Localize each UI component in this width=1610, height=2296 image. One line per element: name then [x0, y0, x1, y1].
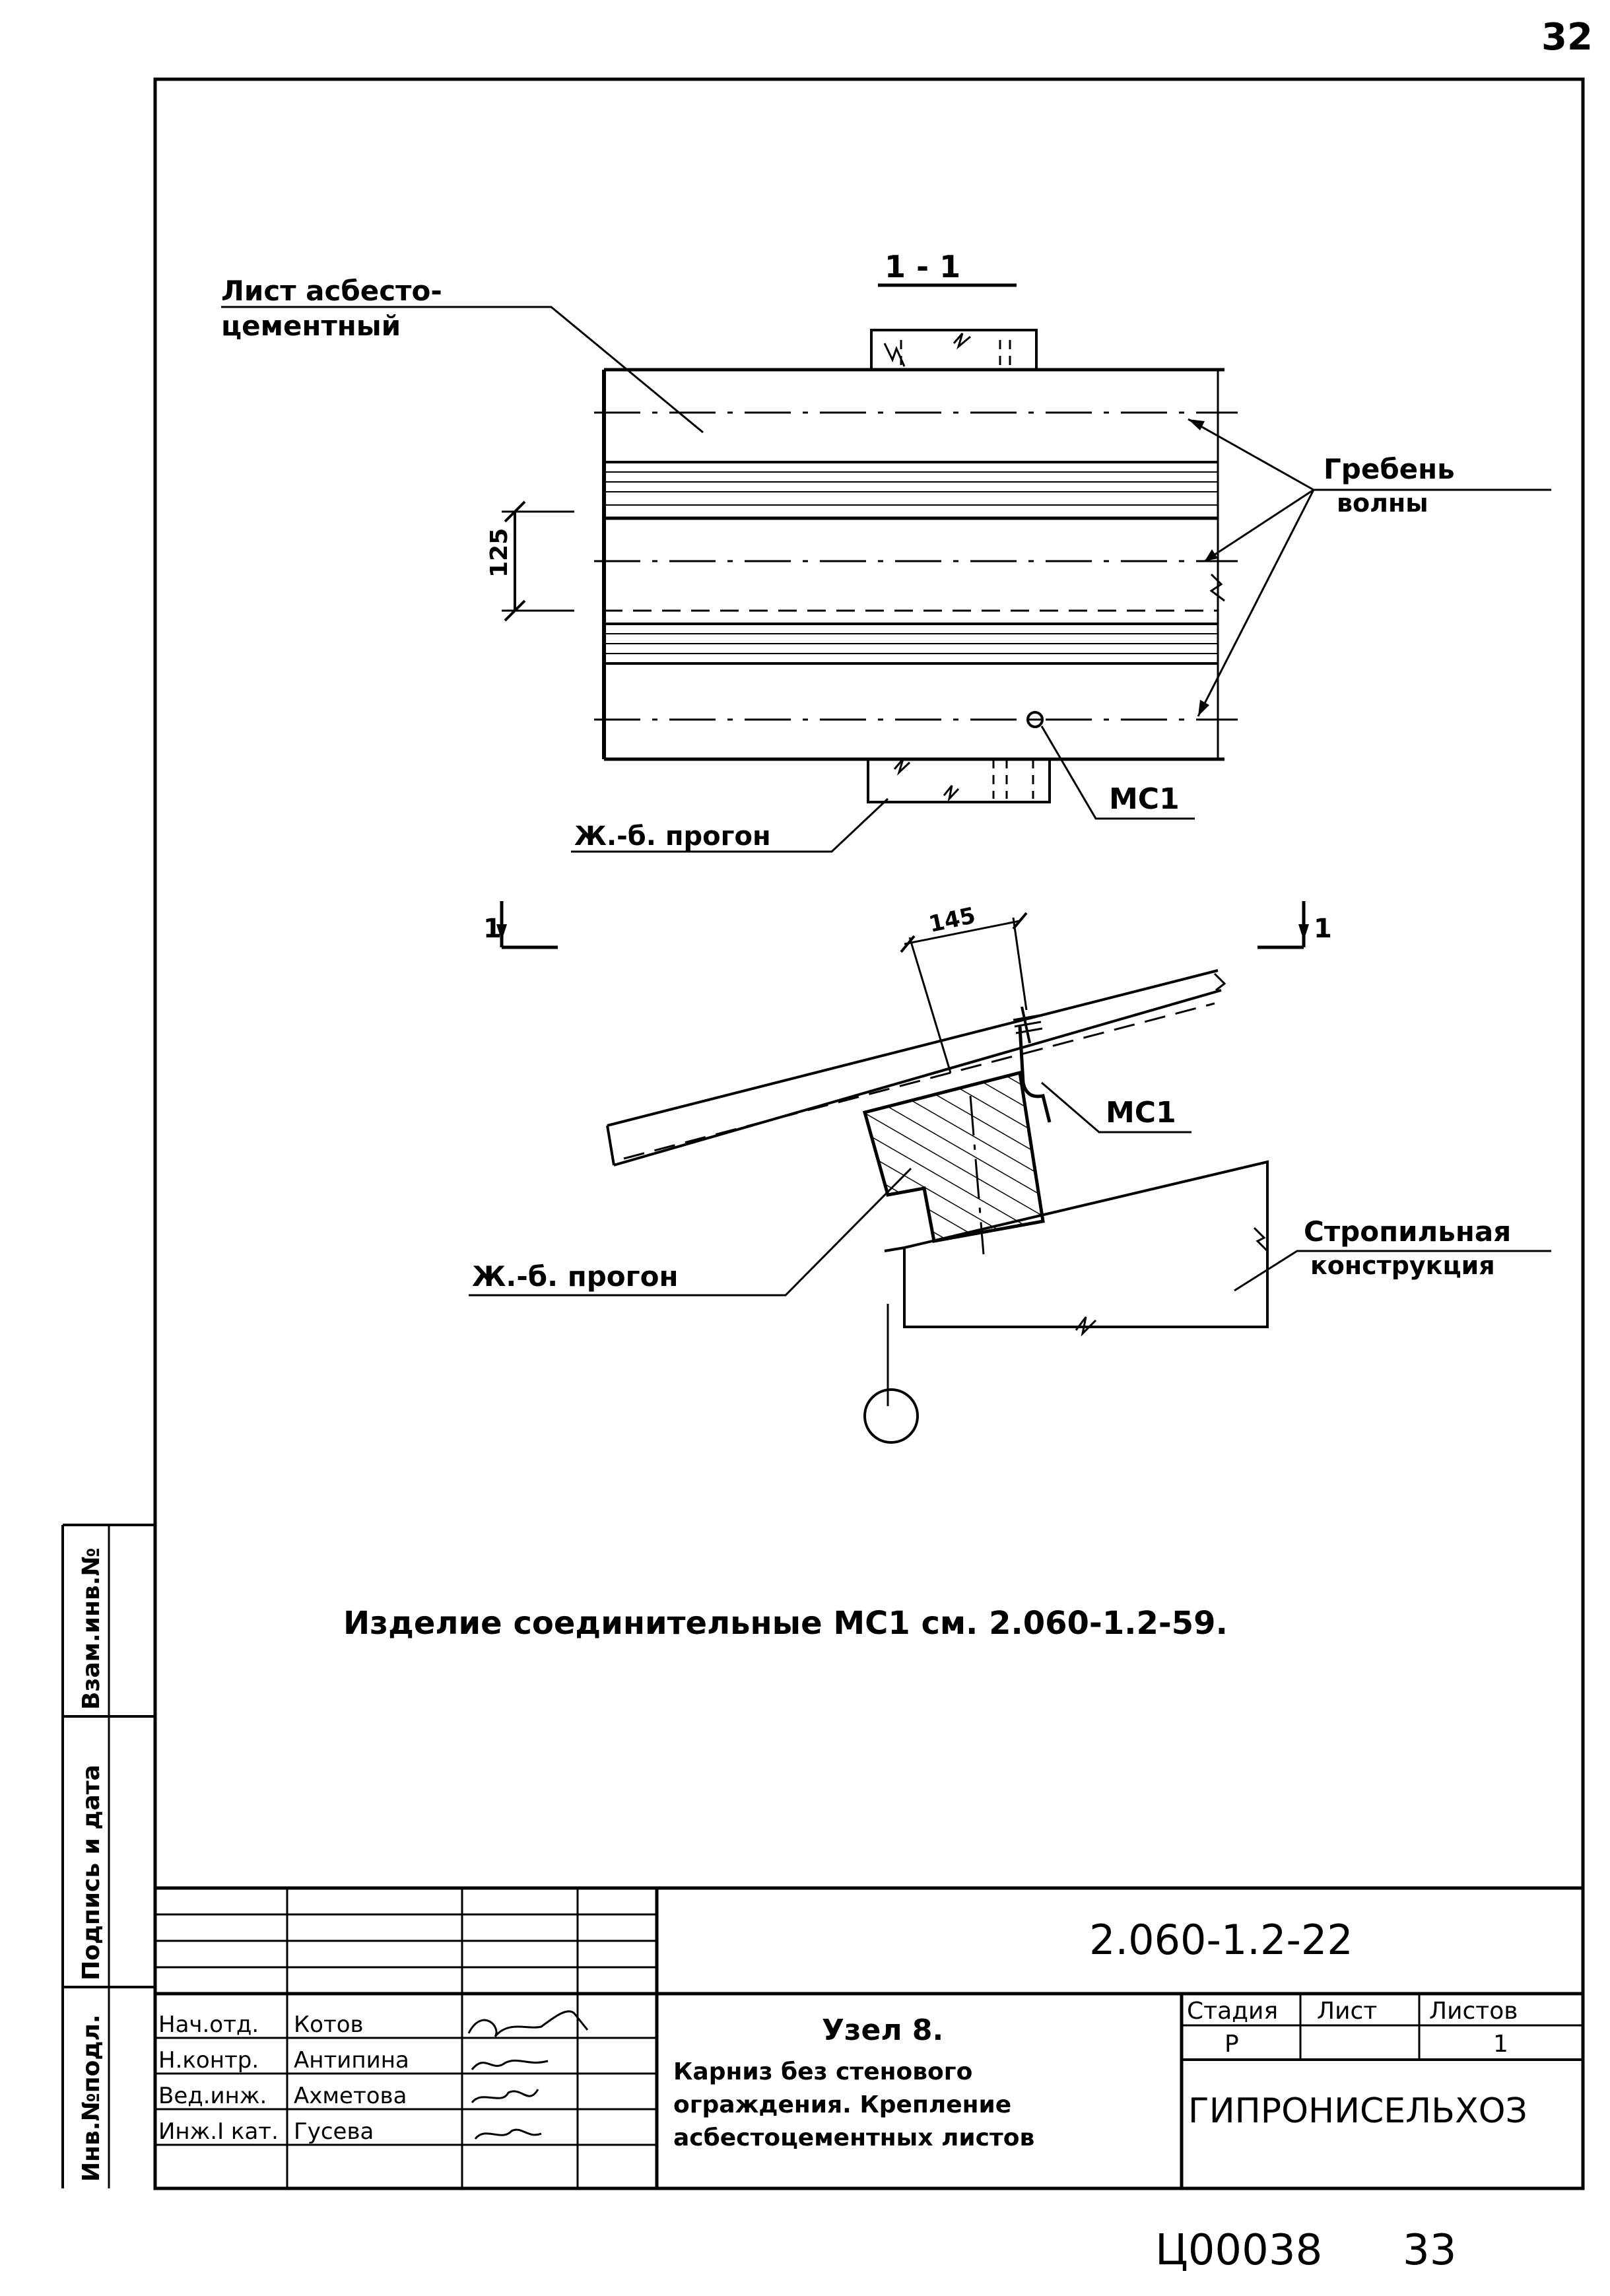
leader-node-rafter: Стропильная конструкция [1234, 1215, 1551, 1292]
leader-ridge: Гребень волны [1188, 418, 1551, 717]
label-sheet: Лист асбесто- [221, 275, 442, 307]
drawing-frame [153, 77, 1585, 2190]
corrugation-lines-upper [604, 461, 1218, 520]
stamp-sign-date: Подпись и дата [78, 1765, 105, 1980]
doc-code: 2.060-1.2-22 [1089, 1916, 1353, 1964]
sheets-header: Листов [1429, 1998, 1518, 2025]
node-sheet [606, 969, 1226, 1166]
role-1: Нач.отд. [158, 2011, 259, 2038]
signatures-table: Нач.отд. Котов Н.контр. Антипина Вед.инж… [158, 2011, 409, 2145]
leader-node-purlin: Ж.-б. прогон [469, 1167, 912, 1297]
label-connector: МС1 [1109, 782, 1180, 816]
name-4: Гусева [294, 2118, 374, 2145]
title-line-2: Карниз без стенового [673, 2058, 972, 2085]
dim-145-text: 145 [927, 902, 978, 938]
handwritten-signatures [467, 2010, 589, 2140]
leader-sheet-label: Лист асбесто- цементный [221, 275, 704, 434]
stage-header: Стадия [1187, 1998, 1278, 2025]
sheet-header: Лист [1317, 1998, 1377, 2025]
sheets-value: 1 [1493, 2031, 1508, 2058]
node-purlin [862, 1070, 1045, 1243]
node-connector-mc1 [1013, 1006, 1052, 1123]
footer-page: 33 [1403, 2226, 1456, 2275]
title-line-4: асбестоцементных листов [673, 2124, 1034, 2151]
node-section-view: 145 МС1 Ж.-б. прогон Стропильная констру… [469, 902, 1551, 1444]
corrugation-lines-lower [604, 623, 1218, 665]
role-4: Инж.I кат. [158, 2118, 279, 2145]
dimension-125: 125 [486, 500, 574, 622]
leader-purlin: Ж.-б. прогон [571, 797, 889, 853]
side-stamp: Взам.инв.№ Подпись и дата Инв.№подл. [61, 1524, 155, 2188]
purlin-stub-bottom [867, 759, 1051, 803]
label-ridge-2: волны [1337, 489, 1428, 518]
note-text: Изделие соединительные МС1 см. 2.060-1.2… [343, 1605, 1228, 1642]
label-node-purlin: Ж.-б. прогон [472, 1260, 678, 1293]
label-purlin: Ж.-б. прогон [574, 821, 771, 852]
label-node-connector: МС1 [1106, 1096, 1176, 1130]
title-line-1: Узел 8. [822, 2013, 943, 2047]
label-sheet-2: цементный [221, 310, 401, 342]
role-2: Н.контр. [158, 2047, 259, 2074]
title-block: 2.060-1.2-22 Узел 8. Карниз без стеновог… [155, 1886, 1583, 2188]
section-1-1: 1 - 1 [221, 249, 1551, 853]
label-node-rafter-2: конструкция [1310, 1251, 1495, 1280]
purlin-axis [969, 1095, 985, 1255]
cut-mark-right-text: 1 [1314, 914, 1332, 944]
purlin-stub-top [870, 329, 1038, 370]
role-3: Вед.инж. [158, 2083, 267, 2109]
label-node-rafter: Стропильная [1304, 1215, 1511, 1248]
cut-mark-left: 1 [483, 901, 558, 949]
title-line-3: ограждения. Крепление [673, 2091, 1011, 2118]
leader-connector: МС1 [1040, 726, 1195, 820]
page-number: 32 [1541, 16, 1593, 59]
name-1: Котов [294, 2011, 364, 2038]
leader-node-connector: МС1 [1041, 1081, 1191, 1133]
name-3: Ахметова [294, 2083, 407, 2109]
node-rafter [863, 1160, 1269, 1444]
stamp-inv-swap: Взам.инв.№ [78, 1547, 105, 1710]
footer-code: Ц00038 [1155, 2226, 1322, 2275]
node-marker-circle [863, 1388, 919, 1444]
section-label: 1 - 1 [885, 249, 960, 285]
dim-125-text: 125 [486, 528, 513, 578]
name-2: Антипина [294, 2047, 409, 2074]
label-ridge: Гребень [1324, 453, 1455, 485]
stamp-inv-orig: Инв.№подл. [78, 2015, 105, 2182]
org-name: ГИПРОНИСЕЛЬХОЗ [1188, 2091, 1527, 2131]
stage-value: Р [1224, 2031, 1239, 2058]
cut-mark-right: 1 [1258, 901, 1332, 949]
dimension-145: 145 [900, 902, 1028, 1073]
